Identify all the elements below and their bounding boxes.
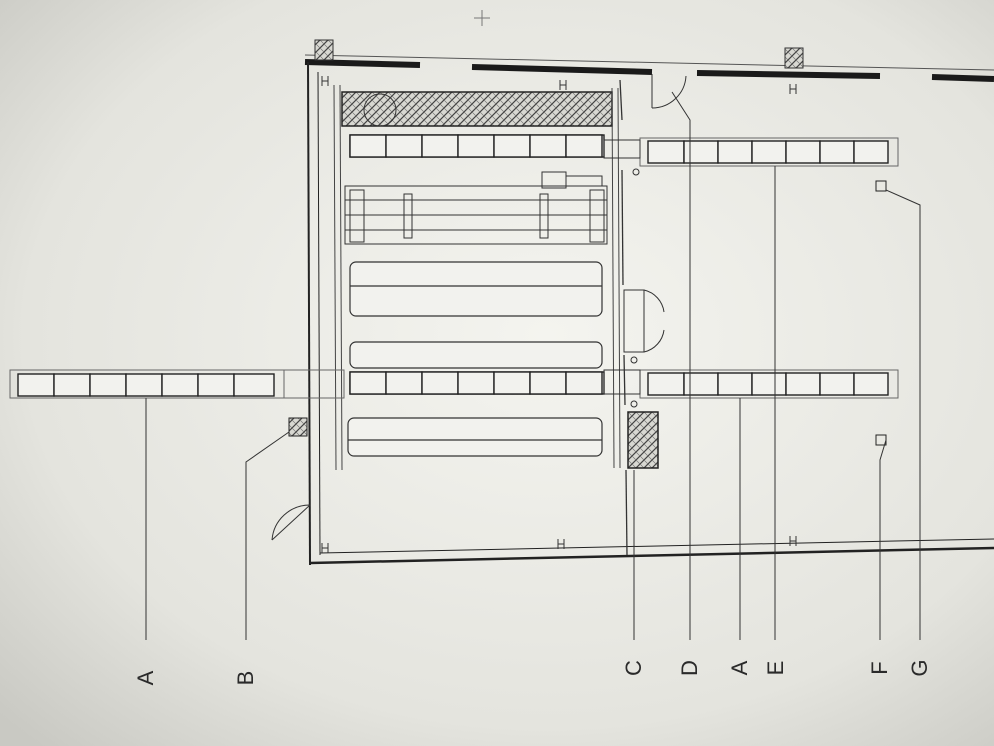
door-double-right <box>623 289 665 353</box>
callout-e: E <box>763 660 788 676</box>
sensor-g <box>875 180 887 192</box>
callout-c: C <box>621 660 646 676</box>
top-wall-outline <box>304 54 994 71</box>
door-bottom <box>271 504 311 541</box>
transfer-joints <box>603 139 641 408</box>
top-wall <box>304 59 994 82</box>
callout-a-left: A <box>133 670 158 686</box>
control-box-b <box>288 417 308 437</box>
conveyor-inner-1 <box>349 134 605 158</box>
leader-lines <box>145 91 921 640</box>
hatched-block-c <box>627 411 659 469</box>
h-markers <box>321 76 797 553</box>
platens <box>347 261 603 457</box>
crosshair-mark <box>474 10 490 26</box>
left-wall <box>307 61 321 566</box>
conveyor-a-left <box>9 369 345 399</box>
conveyor-inner-2 <box>349 371 605 395</box>
room-right-wall <box>619 79 628 556</box>
callout-d: D <box>677 660 702 676</box>
roller-assembly <box>344 171 608 245</box>
round-element <box>363 93 397 127</box>
callout-f: F <box>867 661 892 675</box>
column-top-right <box>784 47 804 69</box>
conveyor-a-right <box>639 369 899 399</box>
callout-b: B <box>233 670 258 686</box>
callout-a-right: A <box>727 660 752 676</box>
callout-g: G <box>907 659 932 677</box>
hatched-block-top <box>341 91 613 127</box>
conveyor-e-right <box>639 137 899 167</box>
column-top-left <box>314 39 334 61</box>
door-top <box>651 74 687 109</box>
machine-frame <box>333 84 621 471</box>
